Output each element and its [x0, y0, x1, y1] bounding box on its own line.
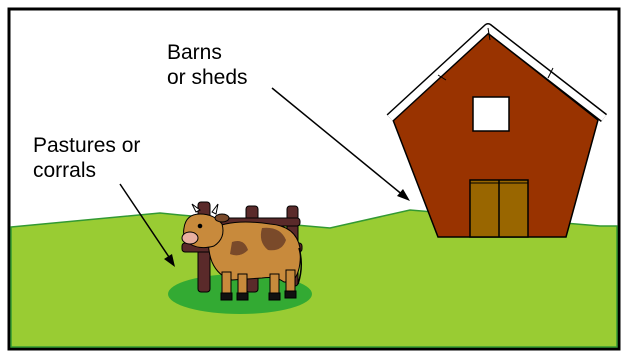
label-barns-line2: or sheds — [167, 65, 248, 90]
label-pastures-line2: corrals — [33, 158, 140, 183]
barn-window — [473, 97, 509, 131]
barn-door — [470, 180, 528, 237]
label-barns-line1: Barns — [167, 40, 248, 65]
label-pastures-line1: Pastures or — [33, 133, 140, 158]
label-barns: Barns or sheds — [167, 40, 248, 90]
label-pastures: Pastures or corrals — [33, 133, 140, 183]
